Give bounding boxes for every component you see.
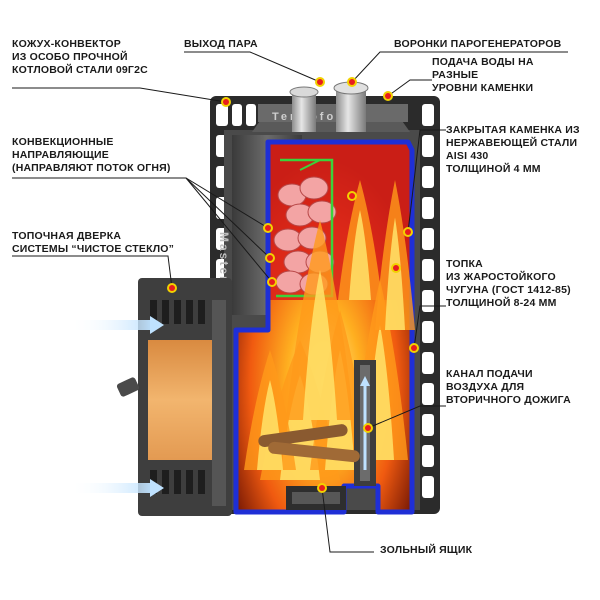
- callout-marker: [265, 225, 271, 231]
- air-channel: [354, 360, 376, 486]
- callout-funnels: ВОРОНКИ ПАРОГЕНЕРАТОРОВ: [394, 38, 562, 50]
- leader-line: [351, 51, 568, 83]
- callout-leader-lines: [12, 51, 568, 553]
- callout-marker: [269, 279, 275, 285]
- callout-marker: [317, 79, 323, 85]
- callout-markers: [167, 77, 419, 493]
- casing-slot: [232, 104, 242, 126]
- callout-marker: [267, 255, 273, 261]
- casing-slot: [216, 104, 228, 126]
- callout-marker: [349, 193, 355, 199]
- callout-marker: [365, 425, 371, 431]
- ash-box: [286, 486, 346, 510]
- callout-marker: [319, 485, 325, 491]
- door-vent-slot: [198, 300, 205, 324]
- callout-marker: [411, 345, 417, 351]
- door-vent-slot: [174, 300, 181, 324]
- casing-slot: [422, 197, 434, 219]
- flame-core: [349, 210, 371, 300]
- air-arrow: [70, 483, 150, 493]
- door-vent-slot: [198, 470, 205, 494]
- leader-line: [12, 87, 227, 103]
- casing-slot: [422, 414, 434, 436]
- leader-line: [367, 405, 446, 429]
- steam-funnels: [289, 81, 369, 132]
- heater-stone: [307, 200, 337, 224]
- callout-marker: [393, 265, 399, 271]
- casing-slot: [422, 166, 434, 188]
- heater-stone: [299, 176, 329, 200]
- stove-side-brand: Master: [217, 232, 231, 283]
- leader-line: [387, 79, 432, 97]
- casing-slot: [422, 476, 434, 498]
- leader-line: [184, 51, 321, 83]
- air-arrow-head: [150, 479, 164, 497]
- flame-core: [303, 270, 337, 420]
- flame-core: [385, 217, 405, 330]
- firebox-door: [116, 278, 232, 516]
- leader-line: [321, 487, 374, 553]
- leader-line: [413, 305, 446, 349]
- firewood: [258, 424, 360, 463]
- leader-line: [185, 177, 273, 283]
- door-vent-slot: [162, 300, 169, 324]
- air-arrow-head: [150, 316, 164, 334]
- callout-steam-outlet: ВЫХОД ПАРА: [184, 38, 258, 50]
- callout-marker: [385, 93, 391, 99]
- casing-slot: [422, 321, 434, 343]
- casing-slot: [422, 228, 434, 250]
- casing-slot: [422, 383, 434, 405]
- casing-slot: [246, 104, 256, 126]
- casing-slot: [422, 290, 434, 312]
- callout-marker: [223, 99, 229, 105]
- callout-marker: [169, 285, 175, 291]
- door-vent-slot: [162, 470, 169, 494]
- leader-line: [185, 177, 271, 259]
- door-vent-slot: [186, 470, 193, 494]
- door-vent-slot: [150, 300, 157, 324]
- casing-slot: [422, 259, 434, 281]
- door-vent-slot: [186, 300, 193, 324]
- casing-slot: [422, 352, 434, 374]
- leader-line: [407, 129, 446, 233]
- air-flow-arrows: [70, 316, 164, 497]
- casing-slot: [422, 104, 434, 126]
- callout-marker: [405, 229, 411, 235]
- callout-ash-box: ЗОЛЬНЫЙ ЯЩИК: [380, 544, 473, 556]
- casing-slot: [422, 135, 434, 157]
- callout-marker: [349, 79, 355, 85]
- door-vent-slot: [174, 470, 181, 494]
- air-arrow: [70, 320, 150, 330]
- leader-line: [12, 255, 173, 289]
- casing-slot: [422, 445, 434, 467]
